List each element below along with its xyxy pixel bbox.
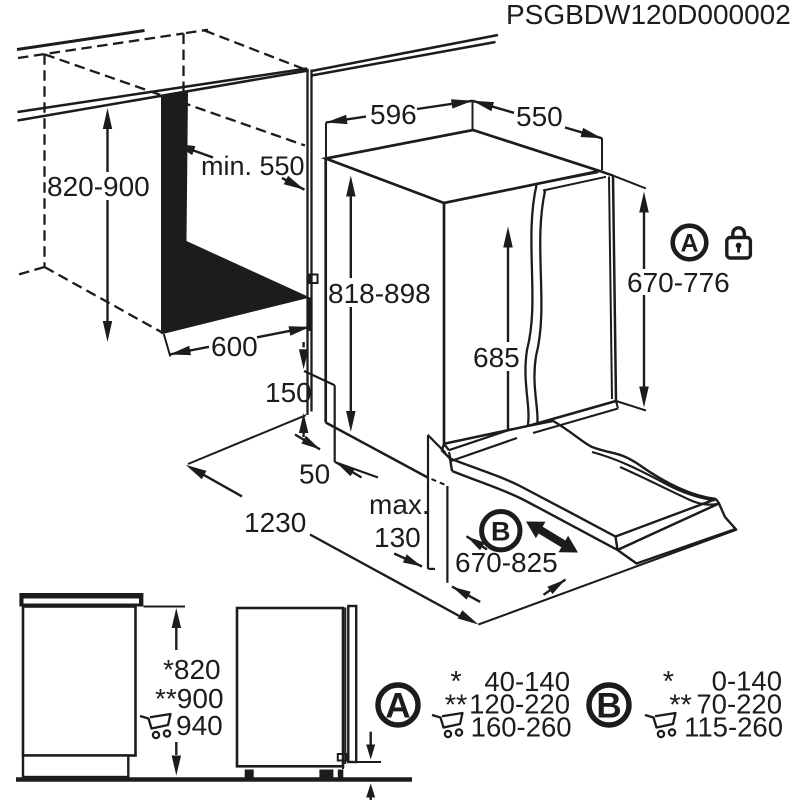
svg-text:A: A (680, 230, 698, 258)
svg-text:940: 940 (176, 710, 223, 741)
svg-text:max.: max. (369, 489, 430, 520)
svg-text:50: 50 (299, 459, 330, 490)
svg-text:PSGBDW120D000002: PSGBDW120D000002 (506, 0, 791, 30)
svg-text:40-140: 40-140 (484, 666, 570, 697)
svg-text:550: 550 (516, 101, 563, 132)
svg-text:*: * (663, 666, 674, 698)
svg-text:*: * (450, 666, 461, 698)
svg-text:818-898: 818-898 (328, 278, 431, 309)
svg-text:115-260: 115-260 (684, 712, 783, 743)
svg-text:70-220: 70-220 (696, 689, 782, 720)
svg-text:0-140: 0-140 (712, 666, 782, 697)
svg-text:*820: *820 (163, 654, 221, 685)
svg-text:150: 150 (265, 377, 312, 408)
svg-text:min. 550: min. 550 (201, 151, 305, 181)
svg-text:670-776: 670-776 (627, 267, 730, 298)
svg-text:670-825: 670-825 (455, 547, 558, 578)
svg-text:B: B (596, 687, 621, 726)
svg-text:1230: 1230 (244, 507, 306, 538)
svg-text:120-220: 120-220 (469, 689, 570, 720)
svg-text:596: 596 (370, 99, 417, 130)
svg-text:**900: **900 (155, 683, 224, 714)
svg-text:600: 600 (211, 331, 258, 362)
svg-text:130: 130 (374, 522, 421, 553)
svg-text:A: A (385, 687, 410, 726)
svg-text:B: B (491, 517, 511, 547)
svg-text:685: 685 (473, 342, 520, 373)
svg-text:160-260: 160-260 (471, 712, 572, 743)
svg-text:820-900: 820-900 (47, 171, 150, 202)
svg-text:**: ** (445, 690, 468, 722)
